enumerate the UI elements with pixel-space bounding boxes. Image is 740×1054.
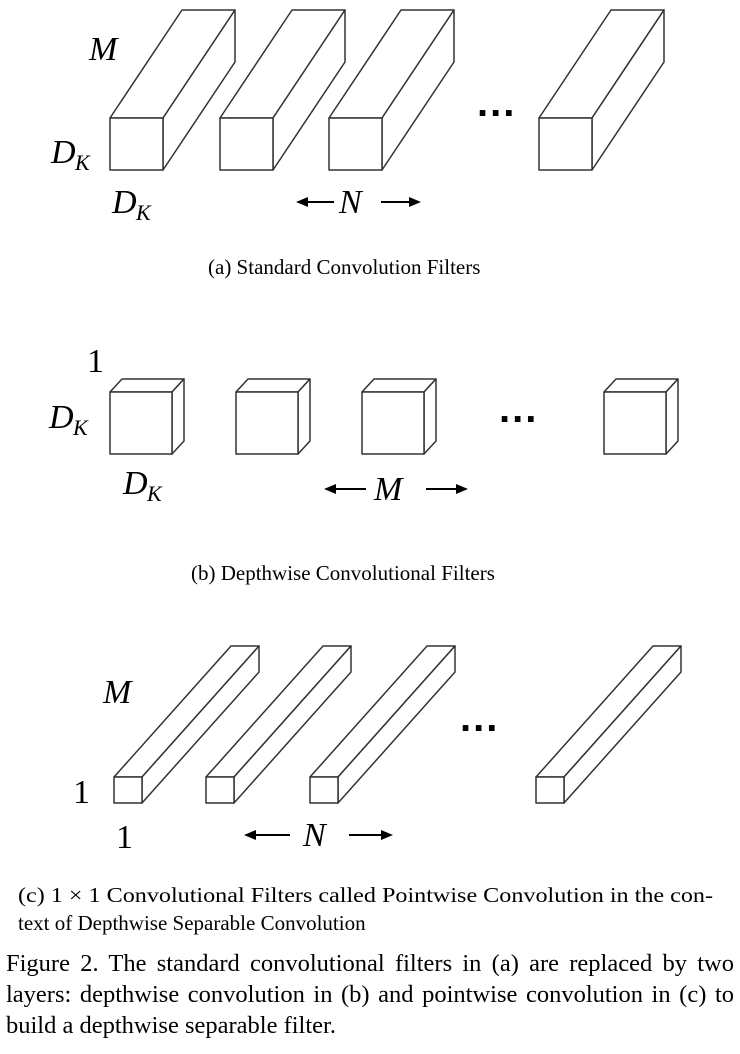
depthwise-filter-3 — [361, 378, 437, 455]
panel-b-depthwise-filters: ... 1 D K D K M (b) Depthwise Convolutio… — [48, 343, 679, 585]
pointwise-filter-3 — [309, 645, 456, 804]
caption-c-line1: (c) 1 × 1 Convolutional Filters called P… — [18, 883, 713, 907]
caption-a: (a) Standard Convolution Filters — [208, 255, 480, 279]
svg-text:D: D — [111, 184, 137, 221]
ellipsis: ... — [460, 696, 499, 740]
pointwise-filter-2 — [205, 645, 352, 804]
pointwise-filter-n — [535, 645, 682, 804]
depthwise-filter-m — [603, 378, 679, 455]
standard-filter-3 — [328, 9, 455, 171]
depthwise-filter-1 — [109, 378, 185, 455]
filter-count-arrow: M — [324, 471, 468, 508]
svg-text:D: D — [50, 134, 76, 171]
caption-c-line2: text of Depthwise Separable Convolution — [18, 911, 366, 935]
filter-count-arrow: N — [296, 184, 421, 221]
svg-text:K: K — [74, 150, 91, 175]
standard-filter-n — [538, 9, 665, 171]
standard-filter-2 — [219, 9, 346, 171]
figure-caption: Figure 2. The standard convolutional fil… — [6, 950, 734, 1039]
panel-c-pointwise-filters: ... M 1 1 N (c) 1 × 1 Convolutional Filt… — [18, 645, 713, 935]
ellipsis: ... — [499, 387, 538, 431]
depthwise-filter-2 — [235, 378, 311, 455]
height-label: 1 — [73, 774, 90, 811]
filter-count-label: M — [373, 471, 404, 508]
depth-label: M — [88, 31, 119, 68]
kernel-height-label: D K — [48, 399, 89, 440]
svg-text:K: K — [135, 200, 152, 225]
kernel-height-label: D K — [50, 134, 91, 175]
width-label: 1 — [116, 819, 133, 856]
filter-count-label: N — [338, 184, 364, 221]
svg-text:D: D — [48, 399, 74, 436]
svg-text:D: D — [122, 465, 148, 502]
panel-a-standard-filters: ... M D K D K N (a) Standard Convolution… — [50, 9, 665, 279]
filter-count-label: N — [302, 817, 328, 854]
depth-label: 1 — [87, 343, 104, 380]
kernel-width-label: D K — [122, 465, 163, 506]
kernel-width-label: D K — [111, 184, 152, 225]
filter-count-arrow: N — [244, 817, 393, 854]
standard-filter-1 — [109, 9, 236, 171]
svg-text:K: K — [72, 415, 89, 440]
depth-label: M — [102, 674, 133, 711]
svg-text:K: K — [146, 481, 163, 506]
pointwise-filter-1 — [113, 645, 260, 804]
caption-b: (b) Depthwise Convolutional Filters — [191, 561, 495, 585]
filters-diagram: ... M D K D K N (a) Standard Convolution… — [18, 9, 713, 935]
ellipsis: ... — [477, 81, 516, 125]
